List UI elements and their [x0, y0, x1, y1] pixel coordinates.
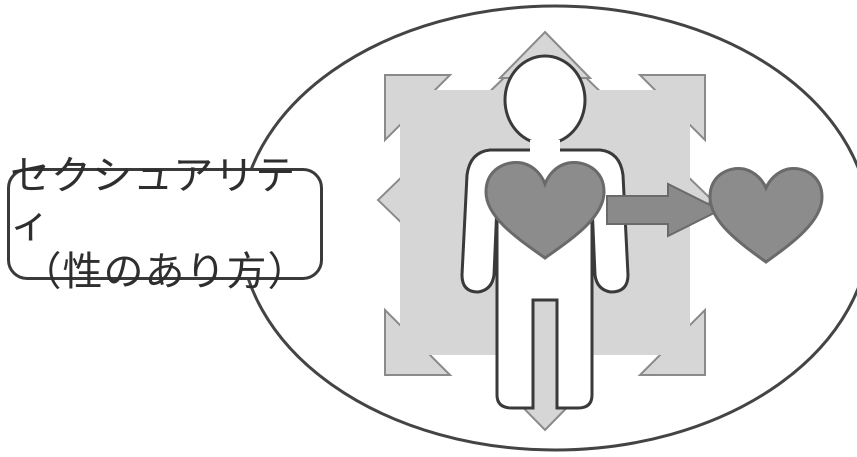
heart-icon: [484, 160, 606, 260]
label-subtitle: （性のあり方）: [21, 249, 309, 295]
person-head: [503, 54, 587, 146]
person-neck: [530, 140, 560, 154]
heart-icon-target: [708, 166, 824, 264]
sexuality-label-box: セクシュアリティ （性のあり方）: [7, 153, 323, 295]
right-arrow-icon: [606, 182, 723, 238]
label-title: セクシュアリティ: [10, 153, 297, 247]
